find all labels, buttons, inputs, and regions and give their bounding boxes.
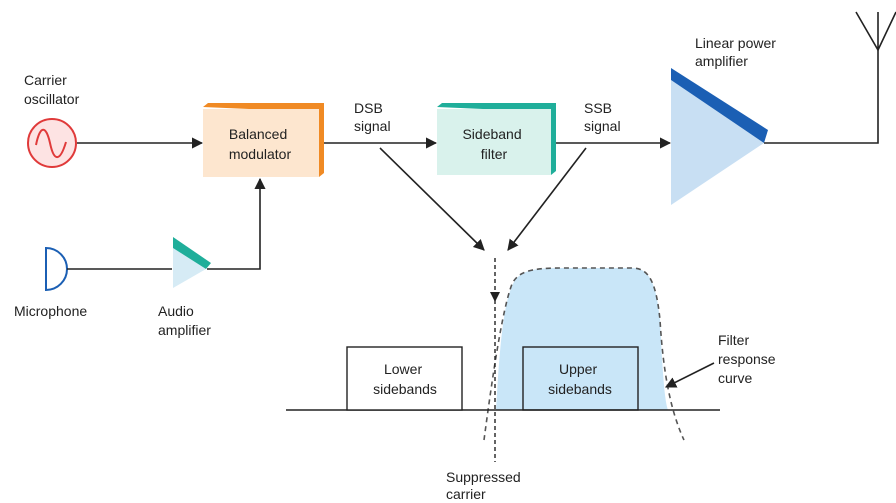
filter-response-label-line3: curve — [718, 370, 752, 386]
carrier-line-arrowhead — [490, 292, 500, 302]
svg-text:Linear power amplifier: Linear power amplifier — [695, 35, 780, 69]
sideband-filter-label-line2: filter — [481, 146, 508, 162]
audio-amp-to-modulator-wire — [207, 177, 266, 270]
audio-amplifier-edge — [173, 237, 211, 269]
audio-amplifier-label-line2: amplifier — [158, 322, 211, 338]
dsb-signal-label-line2: signal — [354, 118, 391, 134]
upper-sidebands-label-line2: sidebands — [548, 381, 612, 397]
upper-sidebands-box — [522, 346, 639, 411]
svg-text:Lower sidebands: Lower sidebands — [373, 361, 437, 397]
ssb-pointer-arrow — [507, 147, 587, 251]
lower-sidebands-label-line1: Lower — [384, 361, 422, 377]
linear-power-amplifier-edge — [671, 68, 768, 143]
audio-amplifier-label-line1: Audio — [158, 303, 194, 319]
sideband-filter-box — [437, 109, 551, 175]
ssb-signal-label-line1: SSB — [584, 100, 612, 116]
spectrum-sketch: Lower sidebands Upper sidebands — [286, 258, 720, 462]
audio-amplifier: Audio amplifier — [158, 237, 211, 338]
linear-power-amplifier-label-line1: Linear power — [695, 35, 776, 51]
filter-response-label-line1: Filter — [718, 332, 749, 348]
carrier-oscillator-icon — [27, 118, 77, 168]
dsb-signal-label-line1: DSB — [354, 100, 383, 116]
lower-sidebands-label-line2: sidebands — [373, 381, 437, 397]
sideband-filter-label-line1: Sideband — [462, 126, 521, 142]
ssb-signal-label-line2: signal — [584, 118, 621, 134]
filter-response-pointer — [664, 362, 715, 388]
lower-sidebands-box — [346, 346, 463, 411]
filter-response-label-line2: response — [718, 351, 776, 367]
upper-sidebands-label-line1: Upper — [559, 361, 597, 377]
microphone-icon — [45, 246, 68, 292]
antenna-icon — [855, 11, 896, 52]
suppressed-carrier-label-line2: carrier — [446, 486, 486, 502]
carrier-oscillator-label-line2: oscillator — [24, 91, 80, 107]
carrier-oscillator-label-line1: Carrier — [24, 72, 67, 88]
svg-text:Upper sidebands: Upper sidebands — [548, 361, 612, 397]
sideband-filter: Sideband filter — [437, 103, 556, 175]
audio-amplifier-body — [173, 248, 206, 288]
svg-text:Sideband filter: Sideband filter — [462, 126, 525, 162]
sine-wave-icon — [35, 128, 67, 159]
svg-text:DSB signal: DSB signal — [354, 100, 391, 134]
antenna — [764, 11, 896, 144]
carrier-oscillator: Carrier oscillator — [24, 72, 80, 168]
balanced-modulator-label-line2: modulator — [229, 146, 292, 162]
balanced-modulator-box — [203, 109, 319, 177]
svg-text:SSB signal: SSB signal — [584, 100, 621, 134]
linear-power-amplifier: Linear power amplifier — [671, 35, 780, 205]
balanced-modulator: Balanced modulator — [203, 103, 324, 177]
suppressed-carrier-label-line1: Suppressed — [446, 469, 521, 485]
microphone: Microphone — [14, 246, 87, 319]
linear-power-amplifier-body — [671, 80, 764, 205]
svg-text:Filter response curve: Filter response curve — [718, 332, 779, 386]
antenna-feed-wire — [764, 50, 879, 144]
svg-text:Suppressed carrier: Suppressed carrier — [446, 469, 525, 502]
filter-response-fill — [496, 268, 668, 410]
balanced-modulator-label-line1: Balanced — [229, 126, 287, 142]
svg-text:Carrier oscillator: Carrier oscillator — [24, 72, 80, 107]
svg-text:Audio amplifier: Audio amplifier — [158, 303, 211, 338]
linear-power-amplifier-label-line2: amplifier — [695, 53, 748, 69]
dsb-pointer-arrow — [379, 147, 485, 251]
svg-text:Balanced modulator: Balanced modulator — [229, 126, 292, 162]
microphone-label: Microphone — [14, 303, 87, 319]
